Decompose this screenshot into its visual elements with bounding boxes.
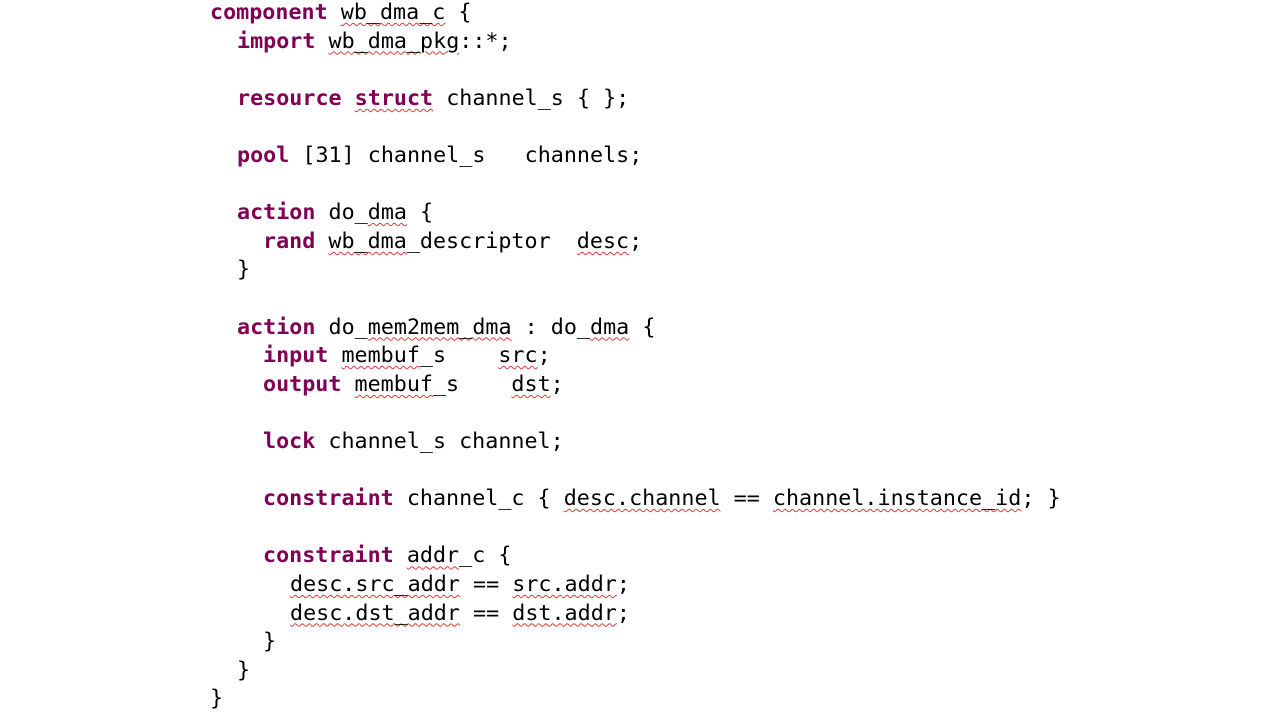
code-token: ;	[629, 228, 643, 254]
code-keyword: action	[236, 314, 315, 340]
code-keyword: component	[210, 0, 328, 25]
code-token: wb_dma	[328, 228, 407, 254]
code-token: _descriptor	[406, 228, 577, 254]
code-token: membuf	[341, 343, 420, 369]
code-token	[315, 29, 328, 54]
code-keyword: pool	[236, 143, 289, 168]
code-token: ; }	[1021, 486, 1061, 512]
code-token: }	[263, 629, 277, 655]
code-token	[328, 0, 341, 25]
code-token: src	[498, 343, 538, 369]
code-token: channel_s { };	[432, 85, 629, 111]
code-token: {	[445, 0, 472, 25]
code-line: lock channel_s channel;	[263, 429, 564, 455]
code-token: ==	[720, 486, 773, 512]
code-line: }	[237, 658, 250, 684]
code-line: action do_mem2mem_dma : do_dma {	[237, 315, 655, 341]
code-token: membuf	[354, 371, 433, 397]
code-token: do_	[314, 314, 368, 340]
code-keyword: constraint	[263, 543, 394, 569]
code-keyword: struct	[354, 85, 433, 111]
code-token: ::*;	[458, 28, 512, 54]
code-line: pool [31] channel_s channels;	[237, 143, 642, 169]
code-token: _c {	[459, 543, 512, 569]
code-token: _s	[419, 343, 499, 369]
code-token: dst.addr	[511, 600, 617, 626]
code-keyword: lock	[263, 429, 316, 454]
code-token: [31] channel_s channels;	[288, 143, 642, 168]
code-keyword: import	[236, 28, 315, 54]
code-token: }	[210, 686, 224, 712]
code-line: constraint channel_c { desc.channel == c…	[263, 486, 1061, 512]
code-keyword: action	[236, 200, 315, 226]
code-token	[341, 86, 354, 111]
code-line: }	[210, 686, 223, 712]
code-token: ==	[459, 572, 512, 597]
code-token: ==	[459, 600, 512, 626]
code-line: action do_dma {	[237, 200, 433, 226]
code-token: ;	[537, 343, 551, 369]
code-token: wb_dma_pkg	[328, 28, 459, 54]
code-token	[315, 229, 328, 254]
code-token: wb_dma_c	[340, 0, 446, 25]
code-token: ;	[616, 572, 630, 597]
code-token: channel_c {	[393, 486, 564, 512]
code-keyword: rand	[263, 228, 316, 254]
code-keyword: constraint	[263, 486, 394, 512]
code-line: input membuf_s src;	[263, 343, 551, 369]
code-token: addr	[406, 543, 460, 569]
code-token: : do_	[511, 314, 590, 340]
code-token	[341, 372, 354, 397]
code-token	[328, 343, 341, 368]
code-line: rand wb_dma_descriptor desc;	[263, 229, 642, 255]
code-token: {	[406, 200, 433, 226]
code-token: ;	[550, 371, 564, 397]
code-token: }	[236, 657, 250, 683]
code-token: _s	[432, 371, 512, 397]
code-token: desc.dst_addr	[289, 600, 460, 626]
code-line: }	[237, 257, 250, 283]
code-token: src.addr	[511, 572, 617, 597]
code-token: }	[236, 257, 250, 283]
code-keyword: resource	[236, 85, 342, 111]
code-line: }	[263, 629, 276, 655]
code-line: resource struct channel_s { };	[237, 86, 629, 112]
code-keyword: input	[263, 343, 329, 369]
code-token: ;	[616, 600, 630, 626]
code-token: dst	[511, 371, 551, 397]
code-token: {	[628, 314, 655, 340]
code-line: import wb_dma_pkg::*;	[237, 29, 512, 55]
code-token	[394, 543, 407, 568]
code-line: component wb_dma_c {	[210, 0, 471, 26]
code-keyword: output	[263, 371, 342, 397]
code-line: output membuf_s dst;	[263, 372, 564, 398]
code-token: mem2mem_dma	[367, 314, 512, 340]
code-token: do_	[314, 200, 368, 226]
code-token: desc.src_addr	[289, 572, 460, 597]
code-token: desc	[576, 228, 630, 254]
code-token: channel.instance_id	[772, 486, 1022, 512]
code-token: channel_s channel;	[315, 429, 564, 454]
code-token: dma	[589, 314, 629, 340]
code-token: dma	[367, 200, 407, 226]
code-line: constraint addr_c {	[263, 543, 511, 569]
code-line: desc.dst_addr == dst.addr;	[290, 601, 630, 627]
code-token: desc.channel	[563, 486, 721, 512]
code-line: desc.src_addr == src.addr;	[290, 572, 630, 598]
